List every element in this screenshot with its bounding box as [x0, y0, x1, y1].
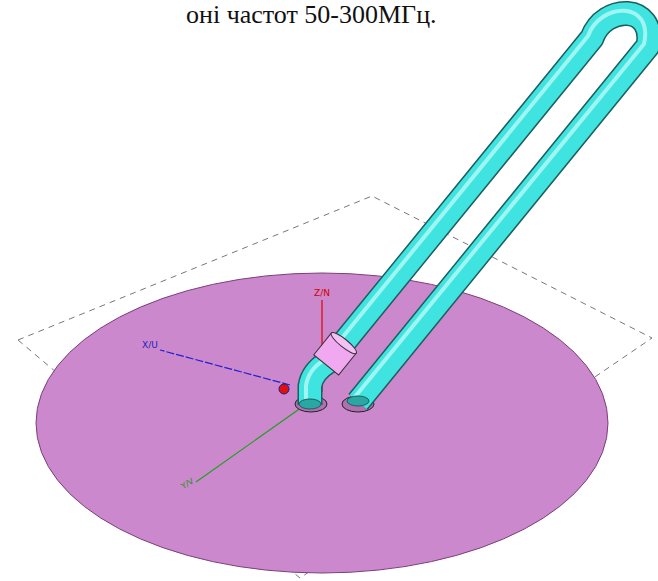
work-plane: [18, 196, 652, 578]
tube-end: [299, 399, 321, 409]
ground-plane: [36, 273, 608, 573]
x-axis: [160, 350, 290, 385]
folded-monopole-tube: [310, 13, 649, 405]
matching-collar: [314, 330, 359, 375]
feed-source: [279, 384, 289, 394]
caption-fragment: оні частот 50-300МГц.: [186, 2, 437, 28]
axis-label: Z/N: [314, 289, 330, 298]
tube-end: [347, 396, 369, 406]
y-axis: [196, 393, 322, 482]
tube-outline: [310, 13, 649, 405]
tube-highlight: [306, 11, 645, 400]
axis-label: X/U: [142, 341, 158, 350]
